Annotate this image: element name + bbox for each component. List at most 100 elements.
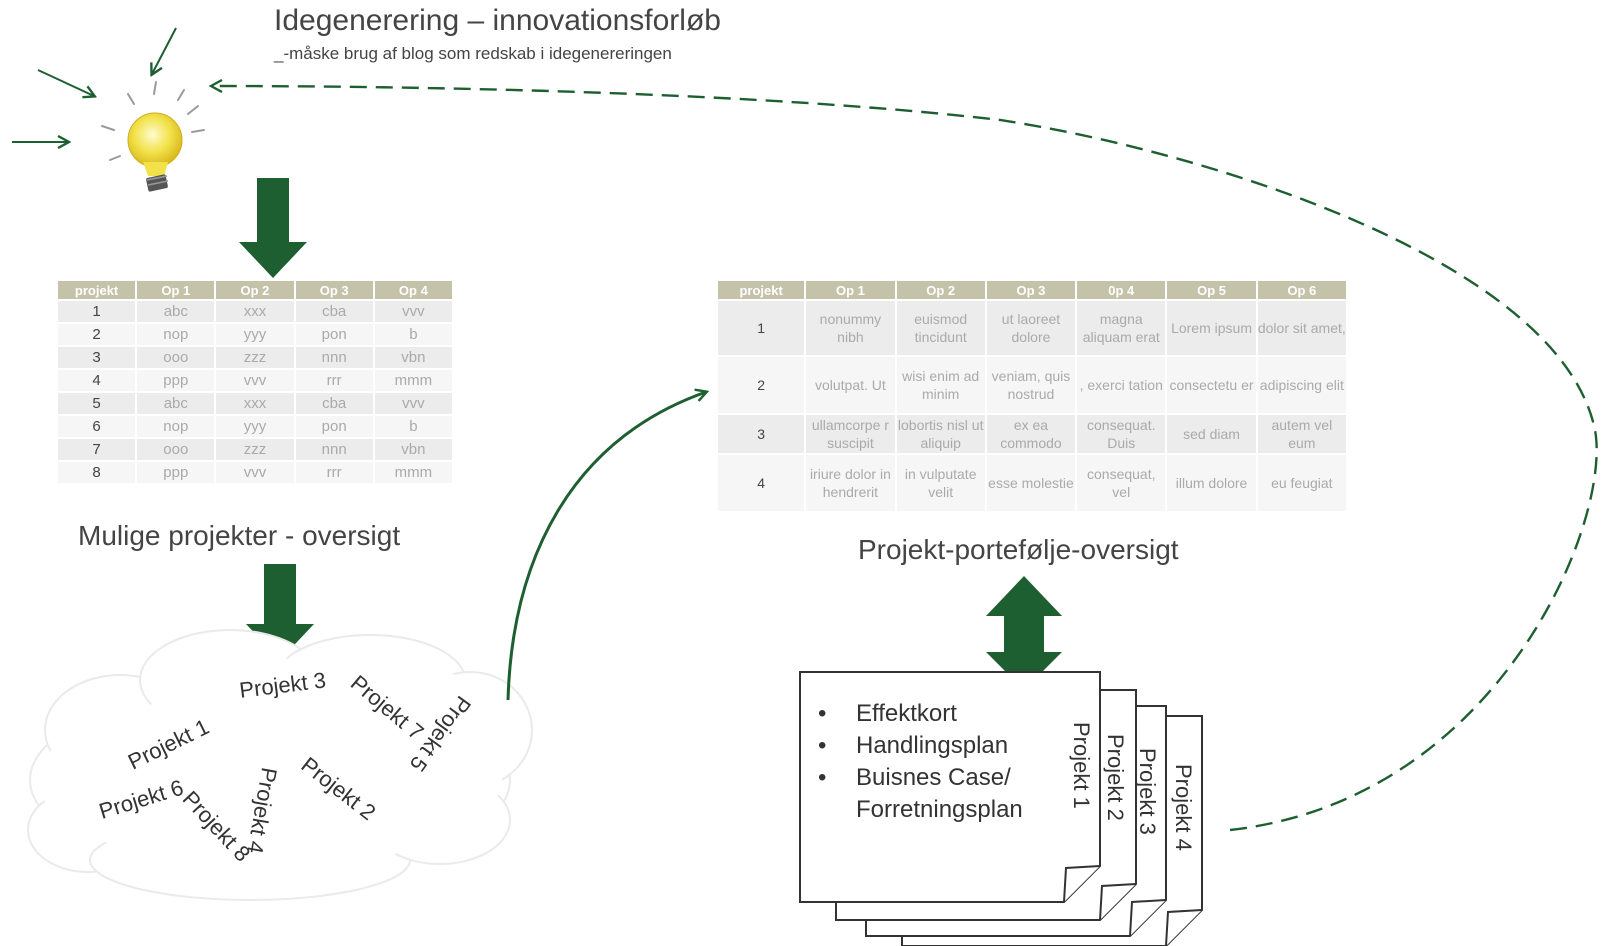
table-cell: xxx: [216, 393, 294, 414]
table-cell: vvv: [374, 393, 452, 414]
table-cell: 2: [58, 324, 136, 345]
table-cell: adipiscing elit: [1257, 357, 1346, 413]
portfolio-table: projekt Op 1 Op 2 Op 3 0p 4 Op 5 Op 6 1 …: [716, 279, 1348, 513]
document-bullet-list: • Effektkort • Handlingsplan • Buisnes C…: [818, 698, 1023, 826]
portfolio-caption: Projekt-portefølje-oversigt: [858, 534, 1179, 565]
table-cell: zzz: [216, 439, 294, 460]
list-item: • Buisnes Case/: [818, 762, 1023, 794]
table-cell: 7: [58, 439, 136, 460]
table-cell: pon: [295, 416, 373, 437]
table-cell: eu feugiat: [1257, 455, 1346, 511]
table-cell: vbn: [374, 347, 452, 368]
list-item: • Handlingsplan: [818, 730, 1023, 762]
table-cell: , exerci tation: [1077, 357, 1166, 413]
table-cell: yyy: [216, 416, 294, 437]
bullet-icon: •: [818, 700, 827, 727]
column-header: Op 6: [1257, 281, 1346, 299]
table-cell: abc: [137, 301, 215, 322]
possible-projects-caption: Mulige projekter - oversigt: [78, 520, 401, 551]
table-cell: 4: [718, 455, 805, 511]
table-cell: ppp: [137, 462, 215, 483]
table-cell: mmm: [374, 370, 452, 391]
table-cell: sed diam: [1167, 415, 1256, 453]
table-row: 2 volutpat. Ut wisi enim ad minim veniam…: [718, 357, 1346, 413]
table-cell: abc: [137, 393, 215, 414]
table-cell: veniam, quis nostrud: [986, 357, 1076, 413]
list-item-continuation: Forretningsplan: [856, 796, 1023, 823]
table-cell: consectetu er: [1167, 357, 1256, 413]
table-cell: nop: [137, 324, 215, 345]
column-header: Op 5: [1167, 281, 1256, 299]
table-cell: 3: [718, 415, 805, 453]
bullet-icon: •: [818, 732, 827, 759]
table-cell: illum dolore: [1167, 455, 1256, 511]
table-cell: zzz: [216, 347, 294, 368]
table-cell: consequat, vel: [1077, 455, 1166, 511]
table-cell: lobortis nisl ut aliquip: [896, 415, 985, 453]
diagram-title: Idegenerering – innovationsforløb: [274, 4, 721, 37]
table-cell: euismod tincidunt: [896, 301, 985, 355]
table-cell: autem vel eum: [1257, 415, 1346, 453]
table-cell: b: [374, 416, 452, 437]
table-cell: mmm: [374, 462, 452, 483]
selection-arrow: [506, 392, 706, 701]
table-cell: nop: [137, 416, 215, 437]
table-cell: pon: [295, 324, 373, 345]
feedback-arrow: [212, 86, 1598, 832]
list-item: • Effektkort: [818, 698, 1023, 730]
column-header: Op 2: [896, 281, 985, 299]
table-row: 4 iriure dolor in hendrerit in vulputate…: [718, 455, 1346, 511]
list-item-label: Buisnes Case/: [856, 764, 1011, 791]
table-cell: esse molestie: [986, 455, 1076, 511]
double-arrow-icon: [986, 576, 1062, 690]
table-cell: xxx: [216, 301, 294, 322]
table-cell: iriure dolor in hendrerit: [806, 455, 895, 511]
table-cell: nonummy nibh: [806, 301, 895, 355]
table-row: 1 nonummy nibh euismod tincidunt ut laor…: [718, 301, 1346, 355]
document-stack: [799, 671, 1203, 946]
table-cell: dolor sit amet,: [1257, 301, 1346, 355]
idea-input-arrows: [12, 27, 177, 142]
list-item-label: Handlingsplan: [856, 732, 1009, 759]
table-cell: rrr: [295, 462, 373, 483]
table-row: 7 ooo zzz nnn vbn: [58, 439, 452, 460]
table-row: 2 nop yyy pon b: [58, 324, 452, 345]
possible-projects-table: projekt Op 1 Op 2 Op 3 Op 4 1 abc xxx cb…: [56, 279, 454, 485]
page-label-projekt-3: Projekt 3: [1135, 748, 1160, 835]
page-label-projekt-4: Projekt 4: [1171, 764, 1196, 851]
table-header-row: projekt Op 1 Op 2 Op 3 0p 4 Op 5 Op 6: [718, 281, 1346, 299]
column-header: Op 2: [216, 281, 294, 299]
column-header: Op 1: [137, 281, 215, 299]
table-cell: magna aliquam erat: [1077, 301, 1166, 355]
table-cell: cba: [295, 393, 373, 414]
column-header: projekt: [718, 281, 805, 299]
table-row: 1 abc xxx cba vvv: [58, 301, 452, 322]
table-cell: b: [374, 324, 452, 345]
table-cell: wisi enim ad minim: [896, 357, 985, 413]
table-row: 3 ullamcorpe r suscipit lobortis nisl ut…: [718, 415, 1346, 453]
column-header: Op 3: [986, 281, 1076, 299]
table-cell: 2: [718, 357, 805, 413]
column-header: Op 1: [806, 281, 895, 299]
table-cell: ppp: [137, 370, 215, 391]
table-cell: 5: [58, 393, 136, 414]
diagram-subtitle: _-måske brug af blog som redskab i idege…: [274, 44, 672, 63]
column-header: Op 4: [374, 281, 452, 299]
table-cell: nnn: [295, 439, 373, 460]
table-row: 6 nop yyy pon b: [58, 416, 452, 437]
table-cell: in vulputate velit: [896, 455, 985, 511]
arrow-down-icon: [239, 178, 307, 278]
table-cell: Lorem ipsum: [1167, 301, 1256, 355]
lightbulb-icon: [101, 81, 205, 192]
table-cell: ooo: [137, 439, 215, 460]
table-cell: volutpat. Ut: [806, 357, 895, 413]
table-row: 3 ooo zzz nnn vbn: [58, 347, 452, 368]
column-header: projekt: [58, 281, 136, 299]
table-cell: ullamcorpe r suscipit: [806, 415, 895, 453]
table-cell: 3: [58, 347, 136, 368]
table-cell: ooo: [137, 347, 215, 368]
table-cell: consequat. Duis: [1077, 415, 1166, 453]
table-cell: ut laoreet dolore: [986, 301, 1076, 355]
table-row: 8 ppp vvv rrr mmm: [58, 462, 452, 483]
